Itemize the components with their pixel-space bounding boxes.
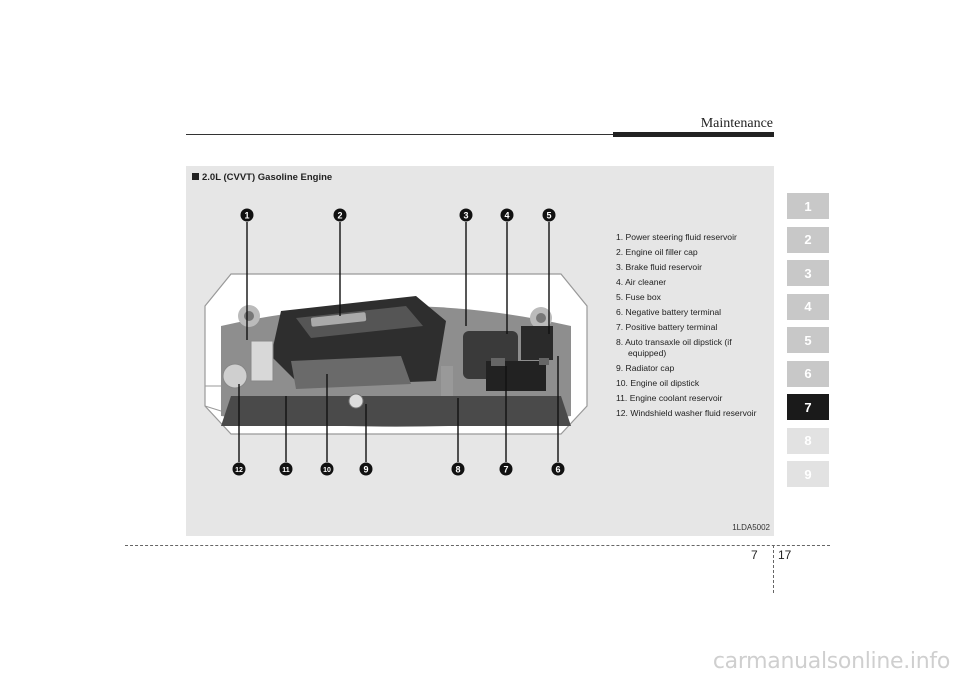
callout-number: 10 <box>323 467 331 474</box>
chapter-tab-5[interactable]: 5 <box>787 327 829 353</box>
callout-number: 6 <box>555 465 560 475</box>
callout-marker: 8 <box>451 462 465 476</box>
callout-number: 1 <box>244 211 249 221</box>
callout-number: 12 <box>235 467 243 474</box>
page-chapter-number: 7 <box>751 548 758 562</box>
legend-item: 8. Auto transaxle oil dipstick (if equip… <box>616 337 732 358</box>
figure-panel: 2.0L (CVVT) Gasoline Engine <box>186 166 774 536</box>
figure-title-text: 2.0L (CVVT) Gasoline Engine <box>202 172 333 183</box>
chapter-tab-1[interactable]: 1 <box>787 193 829 219</box>
component-legend: 1. Power steering fluid reservoir 2. Eng… <box>616 232 766 423</box>
callout-marker: 3 <box>459 208 473 222</box>
callout-overlay: 1 2 3 4 5 6 7 8 9 10 11 12 <box>232 208 565 476</box>
callout-marker: 10 <box>320 462 334 476</box>
square-bullet-icon <box>192 173 199 180</box>
callout-number: 9 <box>363 465 368 475</box>
section-title: Maintenance <box>700 116 773 131</box>
callout-marker: 11 <box>279 462 293 476</box>
figure-id: 1LDA5002 <box>732 523 770 532</box>
legend-item: 5. Fuse box <box>616 292 661 302</box>
callout-marker: 1 <box>240 208 254 222</box>
chapter-tab-2[interactable]: 2 <box>787 226 829 253</box>
legend-item: 9. Radiator cap <box>616 363 675 373</box>
header-rule <box>186 134 774 135</box>
legend-item: 1. Power steering fluid reservoir <box>616 232 737 242</box>
header-rule-accent <box>613 132 774 137</box>
legend-item: 4. Air cleaner <box>616 277 667 287</box>
callout-marker: 9 <box>359 462 373 476</box>
chapter-tab-8[interactable]: 8 <box>787 427 829 454</box>
callout-number: 2 <box>337 211 342 221</box>
page-number: 17 <box>778 548 792 562</box>
callout-number: 4 <box>504 211 509 221</box>
callout-marker: 5 <box>542 208 556 222</box>
legend-item: 10. Engine oil dipstick <box>616 378 700 388</box>
chapter-tab-6[interactable]: 6 <box>787 360 829 387</box>
chapter-tab-7[interactable]: 7 <box>787 394 829 420</box>
legend-item: 3. Brake fluid reservoir <box>616 262 702 272</box>
callout-number: 7 <box>503 465 508 475</box>
callout-number: 11 <box>282 467 290 474</box>
callout-number: 8 <box>455 465 460 475</box>
legend-item: 2. Engine oil filler cap <box>616 247 698 257</box>
engine-bay-illustration <box>204 273 588 435</box>
figure-title: 2.0L (CVVT) Gasoline Engine <box>192 172 332 183</box>
chapter-tab-4[interactable]: 4 <box>787 293 829 320</box>
legend-item: 7. Positive battery terminal <box>616 322 718 332</box>
legend-item: 11. Engine coolant reservoir <box>616 393 723 403</box>
callout-marker: 12 <box>232 462 246 476</box>
chapter-tab-3[interactable]: 3 <box>787 260 829 286</box>
watermark: carmanualsonline.info <box>712 649 950 674</box>
callout-marker: 4 <box>500 208 514 222</box>
chapter-tabs: 1 2 3 4 5 6 7 8 9 <box>787 193 829 495</box>
callout-marker: 7 <box>499 462 513 476</box>
callout-marker: 6 <box>551 462 565 476</box>
callout-number: 5 <box>546 211 551 221</box>
callout-marker: 2 <box>333 208 347 222</box>
footer-rule <box>125 545 830 546</box>
legend-item: 12. Windshield washer fluid reservoir <box>616 408 757 418</box>
callout-number: 3 <box>463 211 468 221</box>
legend-item: 6. Negative battery terminal <box>616 307 722 317</box>
footer-divider <box>773 545 774 593</box>
chapter-tab-9[interactable]: 9 <box>787 461 829 487</box>
